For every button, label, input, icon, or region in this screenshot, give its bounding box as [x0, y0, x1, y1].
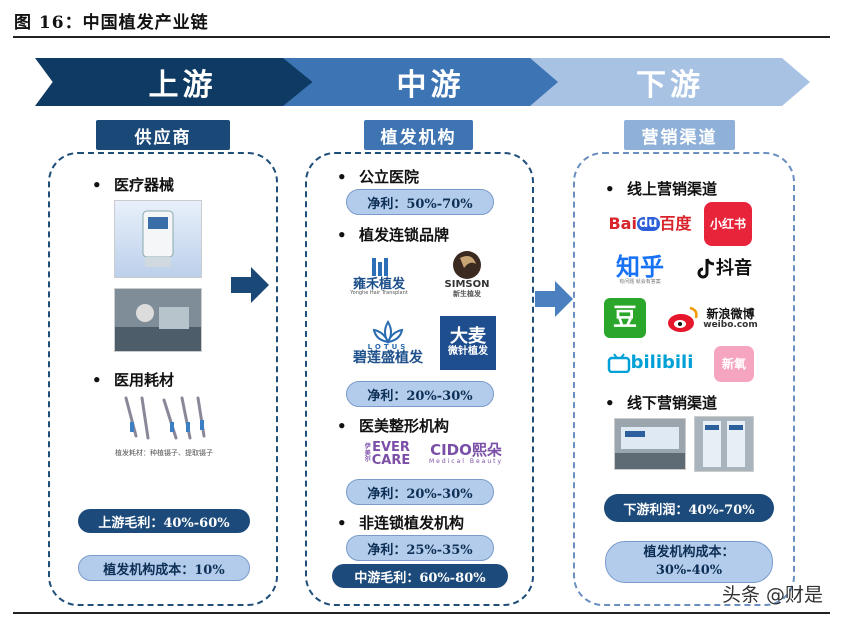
lotus-flower-icon — [372, 320, 404, 344]
yonghe-logo: 雍禾植发 Yonghe Hair Transplant — [340, 250, 418, 302]
pill-upstream-cost: 植发机构成本：10% — [78, 555, 250, 581]
midstream-column — [305, 152, 534, 606]
bilibili-tv-icon — [607, 353, 630, 373]
figure-title: 图 16：中国植发产业链 — [14, 13, 209, 33]
cido-logo: CIDO熙朵 Medical Beauty — [428, 440, 504, 465]
tweezers-image — [124, 396, 206, 440]
bilibili-logo: bilibili — [604, 348, 696, 378]
zhihu-logo: 知乎 有问题 就会有答案 — [616, 252, 664, 285]
damai-logo: 大麦 微针植发 — [440, 316, 496, 370]
device-photo — [114, 200, 202, 278]
pill-net-non-chain: 净利：25%-35% — [346, 535, 494, 561]
bullet-non-chain: •非连锁植发机构 — [337, 514, 465, 532]
pill-downstream-cost: 植发机构成本：30%-40% — [605, 541, 773, 583]
header-suppliers: 供应商 — [96, 120, 230, 150]
bullet-medical-devices: •医疗器械 — [92, 176, 175, 194]
pill-net-chain: 净利：20%-30% — [346, 381, 494, 407]
bottom-rule — [13, 612, 830, 614]
douyin-logo: 抖音 — [684, 254, 764, 284]
pill-midstream-margin: 中游毛利：60%-80% — [332, 564, 508, 588]
consumables-caption: 植发耗材：种植镊子、提取镊子 — [115, 449, 213, 457]
bullet-consumables: •医用耗材 — [92, 371, 175, 389]
bullet-public-hospital: •公立医院 — [337, 168, 420, 186]
pill-downstream-profit: 下游利润：40%-70% — [604, 494, 774, 522]
pill-upstream-margin: 上游毛利：40%-60% — [78, 509, 250, 533]
flow-arrow-2 — [535, 281, 573, 317]
bullet-online-channels: •线上营销渠道 — [605, 180, 718, 198]
stage-downstream: 下游 — [530, 58, 810, 106]
bullet-chain-brands: •植发连锁品牌 — [337, 226, 450, 244]
offline-ad-photo-2 — [694, 416, 754, 472]
yonghe-mark-icon — [372, 257, 388, 276]
surgery-photo — [114, 288, 202, 352]
simson-logo: SIMSON 新生植发 — [436, 244, 498, 304]
douban-logo: 豆 — [604, 298, 646, 338]
offline-ad-photo-1 — [614, 418, 686, 470]
pill-net-hospital: 净利：50%-70% — [346, 189, 494, 215]
pill-net-aesthetic: 净利：20%-30% — [346, 479, 494, 505]
stage-midstream: 中游 — [283, 58, 578, 106]
xinyang-logo: 新氧 — [714, 346, 754, 382]
flow-arrow-1 — [231, 267, 269, 303]
header-institutions: 植发机构 — [364, 120, 473, 150]
weibo-logo: 新浪微博 weibo.com — [660, 300, 764, 338]
top-rule — [13, 36, 830, 38]
bullet-offline-channels: •线下营销渠道 — [605, 394, 718, 412]
header-channels: 营销渠道 — [624, 120, 735, 150]
lotus-logo: LOTUS 碧莲盛植发 — [340, 312, 436, 374]
upstream-column — [48, 152, 278, 606]
stage-upstream: 上游 — [35, 58, 330, 106]
simson-head-icon — [453, 251, 481, 280]
downstream-column — [573, 152, 795, 606]
bullet-aesthetic: •医美整形机构 — [337, 417, 450, 435]
watermark: 头条 @财是 — [722, 584, 824, 606]
xiaohongshu-logo: 小红书 — [704, 202, 752, 246]
douyin-note-icon — [697, 258, 715, 279]
baidu-logo: Bai du 百度 — [608, 213, 692, 233]
weibo-eye-icon — [668, 306, 698, 332]
